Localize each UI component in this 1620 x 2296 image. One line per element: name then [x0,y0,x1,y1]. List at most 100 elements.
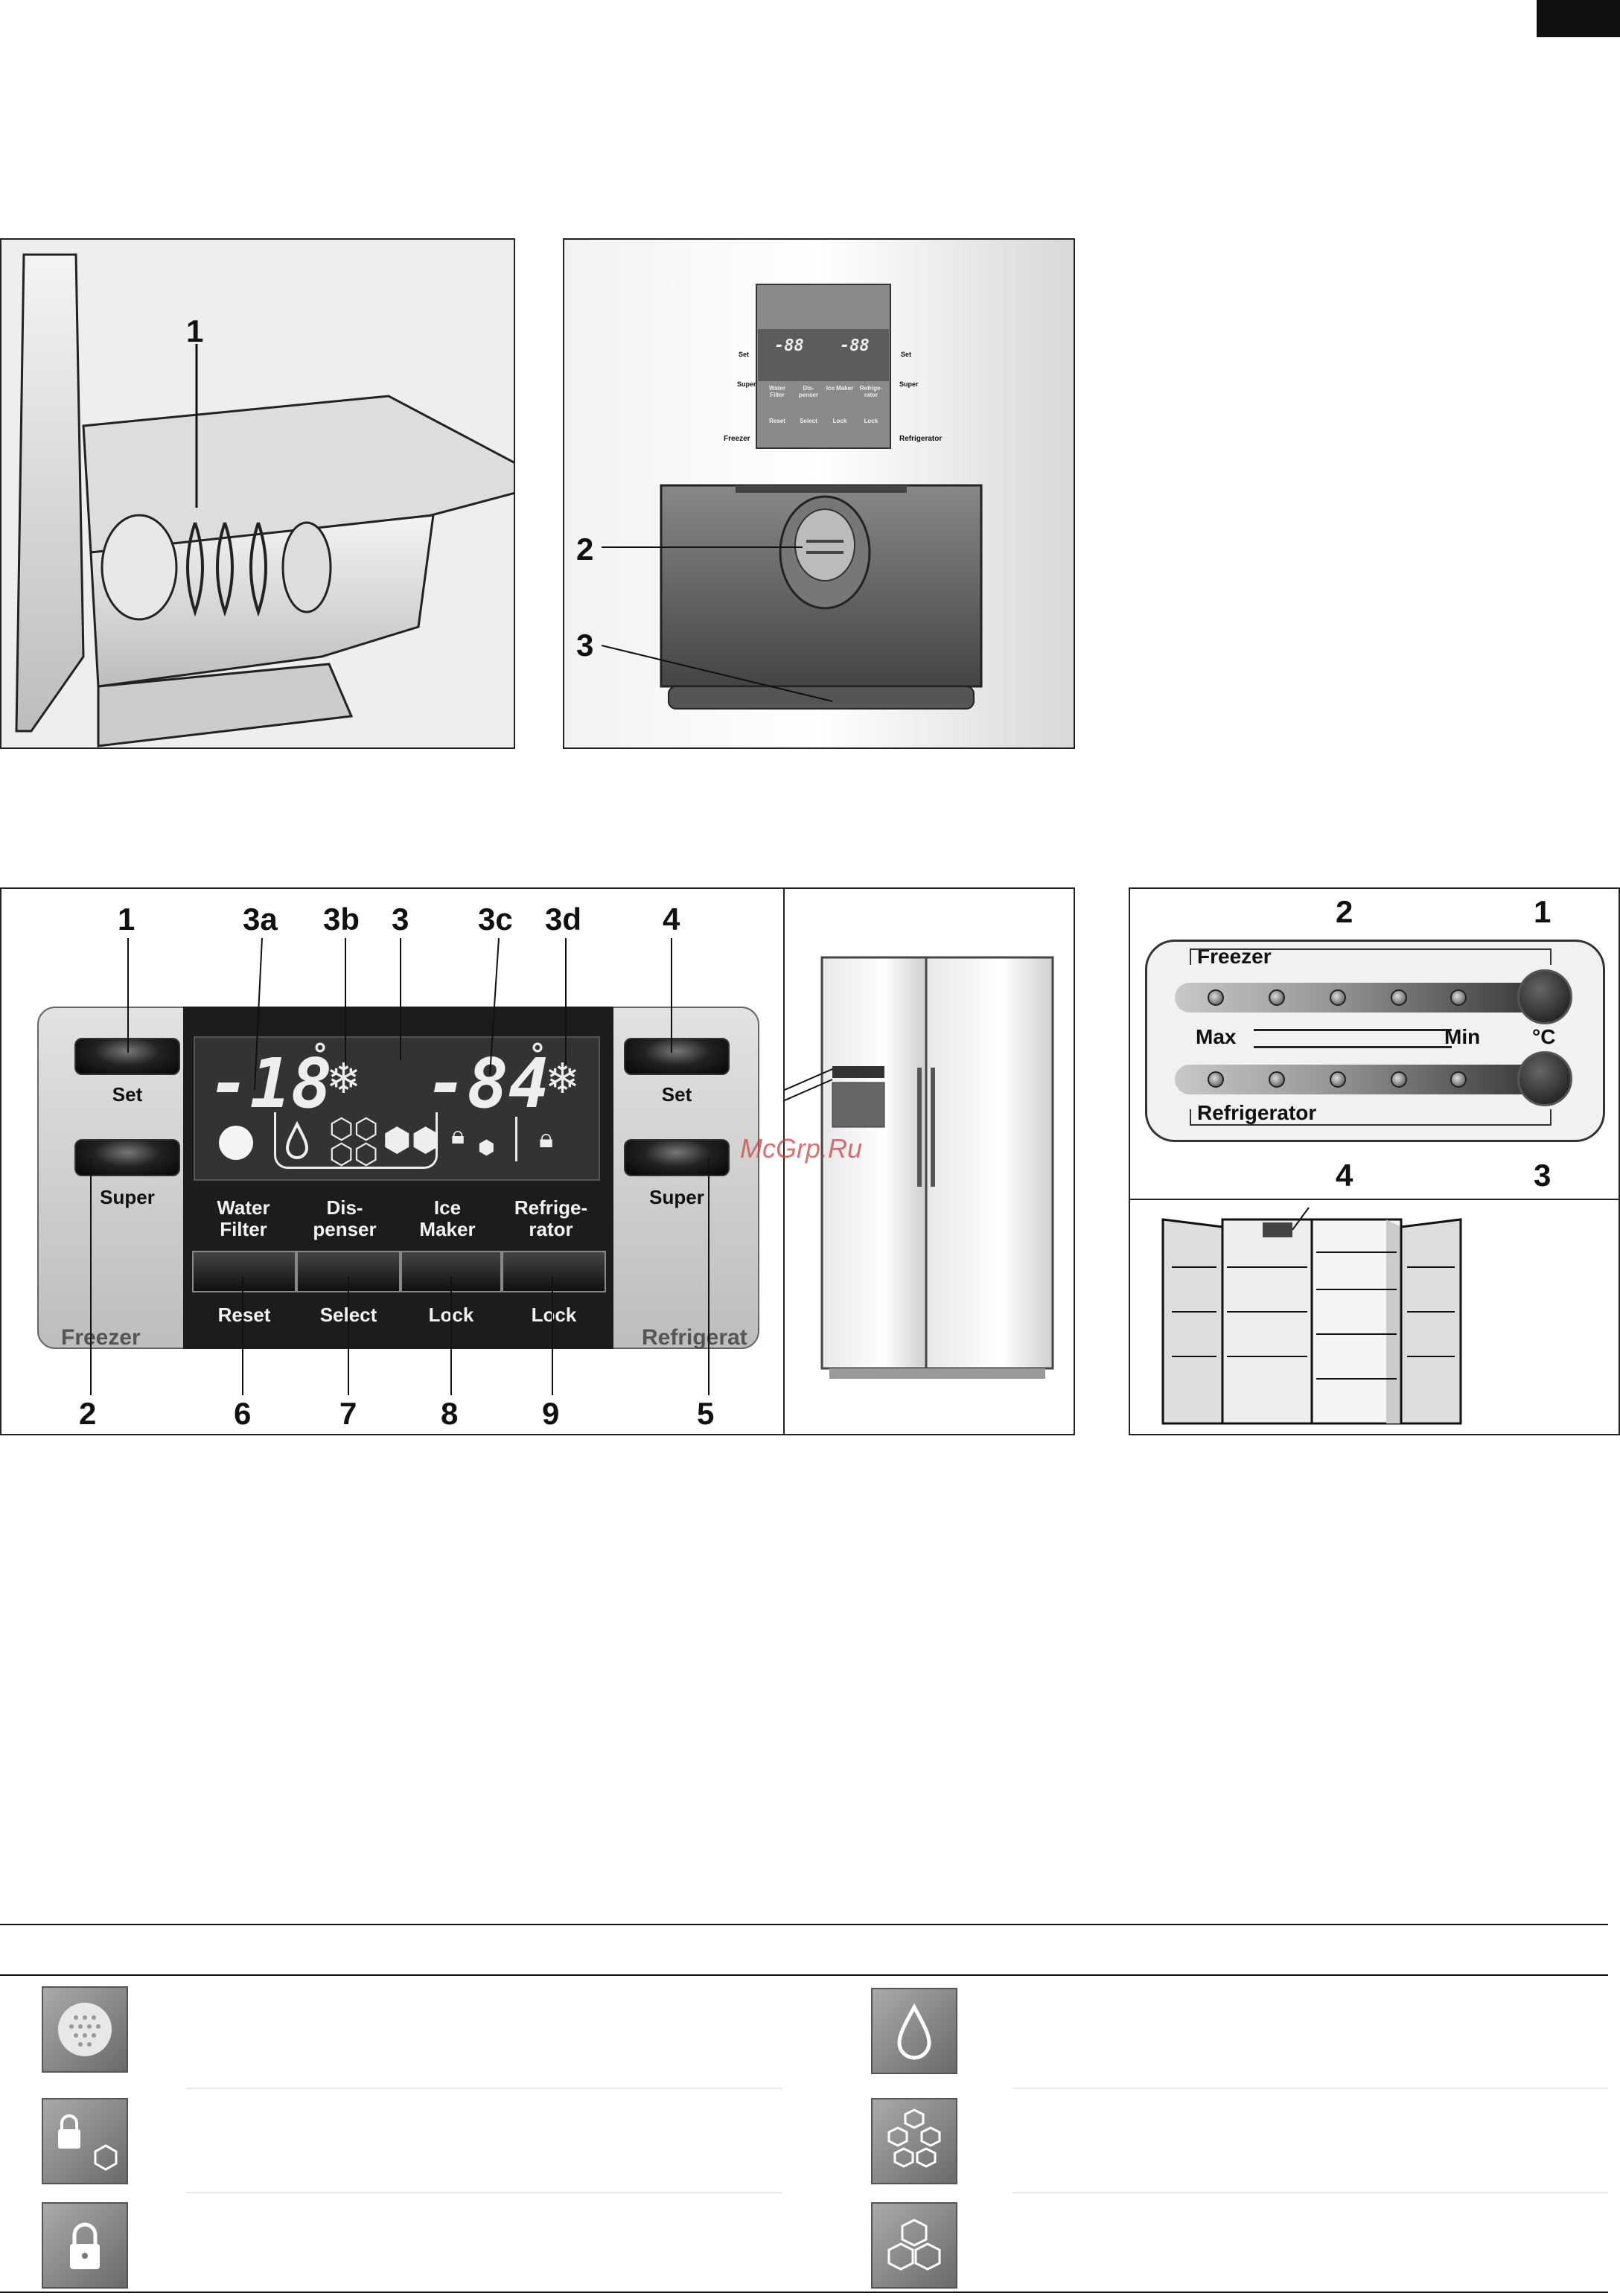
refrigerator-led-5 [1450,1071,1467,1088]
table-row-sep-1-right [1012,2088,1608,2089]
mini-temp-right: -88 [840,337,870,355]
water-drop-icon [871,1988,957,2074]
figure-dial-panel: Freezer Max Min °C Refrigerator 2 1 4 3 [1129,887,1620,1200]
callout-top-3: 3 [392,902,409,937]
mini-key-refrigerator: Refrige-rator [859,385,883,398]
figure-ice-maker: 1 [0,238,515,749]
ice-maker-illustration [1,240,514,747]
callout-top-3c: 3c [478,902,513,937]
refrigerator-set-label: Set [661,1083,692,1106]
table-row-sep-2-right [1012,2192,1608,2193]
section-tab [1537,0,1620,37]
refrigerator-lock-display-icon: 🔒︎ [539,1123,554,1153]
fridge-degree: ° [529,1038,547,1072]
refrigerator-set-button[interactable] [624,1038,730,1075]
refrigerator-lock-button[interactable] [502,1251,606,1292]
refrigerator-dial[interactable] [1517,1051,1572,1106]
freezer-led-2 [1269,989,1285,1006]
freezer-led-1 [1208,989,1224,1006]
callout-top-3b: 3b [323,902,360,937]
fridge-temp-readout: -84 [426,1044,550,1123]
refrigerator-lock-label: Refrige-rator [514,1196,588,1240]
mini-key-ice-maker: Ice Maker [826,385,854,392]
callout-3: 3 [576,628,594,663]
freezer-dial[interactable] [1517,969,1572,1024]
mini-key-dispenser: Dis-penser [798,385,819,398]
ice-maker-lock-icon [42,2098,128,2184]
open-fridge-illustration [1130,1200,1619,1434]
callout-bottom-7: 7 [339,1396,357,1431]
callout-top-4: 4 [663,902,680,937]
water-filter-label: Water Filter [217,1196,270,1240]
mini-super-right: Super [899,380,919,388]
freezer-led-4 [1391,989,1407,1006]
dispenser-bracket [274,1112,438,1169]
reset-button[interactable] [192,1251,296,1292]
table-top-rule [0,1924,1608,1925]
refrigerator-lock-button-label: Lock [531,1304,577,1326]
table-row-sep-2-left [186,2192,782,2193]
dial-refrigerator-label: Refrigerator [1197,1101,1317,1124]
watermark: McGrp.Ru [740,1133,863,1164]
figure-open-fridge [1129,1199,1620,1435]
crushed-ice-display-icon: ⬡⬡⬡⬡ [329,1114,379,1171]
freezer-panel-label: Freezer [61,1325,141,1350]
dispenser-label: Dis-penser [313,1196,377,1240]
callout-bottom-5: 5 [697,1396,715,1431]
callout-top-1: 1 [118,902,135,937]
dial-min-label: Min [1444,1025,1481,1048]
freezer-degree: ° [311,1038,330,1072]
ice-cubes-icon [871,2202,957,2289]
freezer-led-5 [1450,989,1467,1006]
dial-callout-3: 3 [1534,1158,1552,1193]
table-bottom-rule [0,2292,1608,2293]
dial-panel-body [1145,940,1605,1142]
mini-super-left: Super [737,380,756,388]
refrigerator-super-label: Super [649,1186,704,1208]
mini-temp-left: -88 [774,337,804,355]
mini-set-right: Set [901,351,912,358]
reset-label: Reset [217,1304,271,1326]
callout-bottom-6: 6 [234,1396,252,1431]
refrigerator-led-1 [1208,1071,1224,1088]
mini-freezer-label: Freezer [724,435,750,443]
ice-maker-cube-display-icon: ⬢ [478,1136,495,1158]
table-header-rule [0,1974,1608,1976]
ice-cubes-display-icon: ⬢⬢ [383,1122,440,1158]
freezer-temp-readout: -18 [208,1044,333,1123]
super-freeze-snowflake-icon: ❄ [326,1055,361,1102]
mini-sub-reset: Reset [769,418,785,424]
display-window [194,1036,600,1181]
callout-leaders [90,937,709,1395]
water-drop-display-icon [285,1121,309,1159]
mini-sub-lock-2: Lock [864,418,878,424]
freezer-set-label: Set [112,1083,143,1106]
callout-bottom-2: 2 [79,1396,97,1431]
freezer-bracket-line [1190,948,1552,965]
freezer-super-label: Super [100,1186,155,1208]
refrigerator-led-4 [1391,1071,1407,1088]
freezer-led-3 [1330,989,1346,1006]
refrigerator-panel-label: Refrigerat [642,1325,747,1350]
dispenser-illustration [564,240,1074,747]
refrigerator-super-button[interactable] [624,1139,730,1176]
freezer-led-bar [1175,983,1547,1013]
callout-1: 1 [186,313,204,348]
lock-icon [42,2202,128,2289]
water-filter-indicator-icon [219,1126,253,1160]
callout-bottom-8: 8 [441,1396,459,1431]
freezer-super-button[interactable] [74,1139,180,1176]
mini-refrigerator-label: Refrigerator [899,435,943,443]
crushed-ice-icon [871,2098,957,2184]
refrigerator-led-3 [1330,1071,1346,1088]
dial-callout-2: 2 [1336,894,1353,929]
super-cool-snowflake-icon: ❄ [545,1055,580,1102]
mini-sub-select: Select [800,418,817,424]
dial-callout-1: 1 [1534,894,1552,929]
callout-top-3d: 3d [545,902,582,937]
callout-top-3a: 3a [243,902,278,937]
refrigerator-led-bar [1175,1065,1547,1094]
mini-set-left: Set [739,351,750,358]
side-by-side-fridge-illustration [785,956,1054,1379]
dial-max-label: Max [1196,1025,1237,1048]
